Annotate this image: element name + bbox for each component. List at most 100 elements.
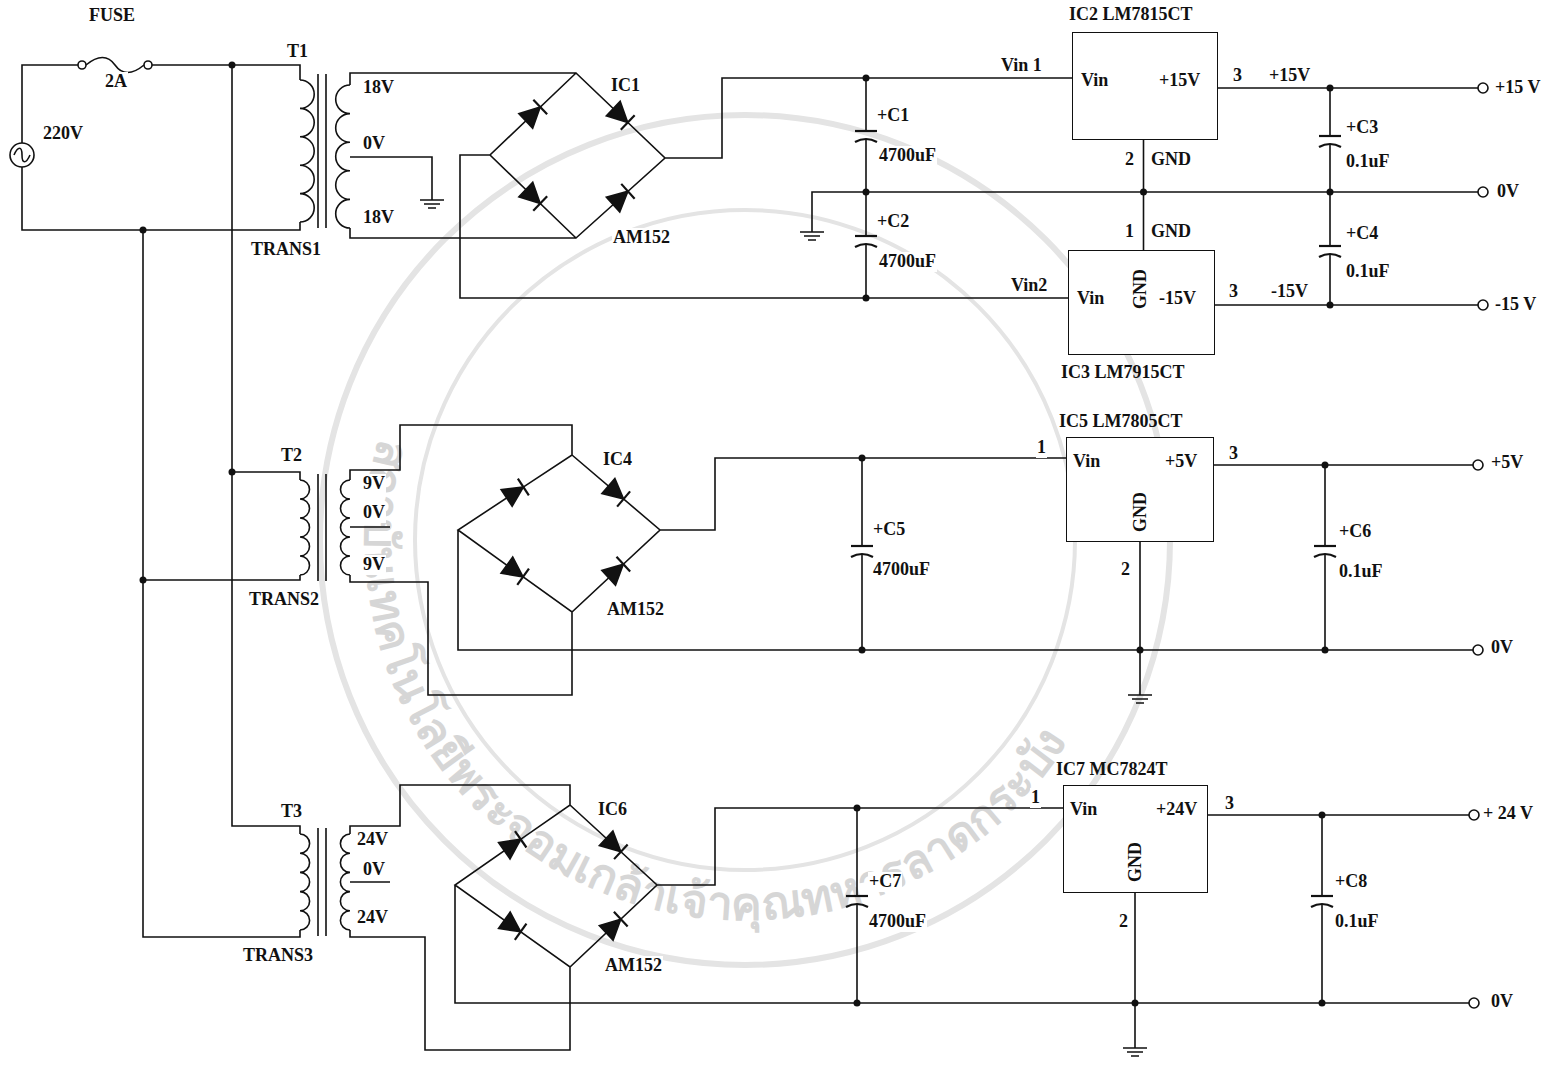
junction-dot — [863, 189, 870, 196]
circuit-label: +15 V — [1494, 78, 1541, 98]
capacitor-lead — [1329, 192, 1331, 305]
fuse-terminal — [78, 61, 86, 69]
pin-number: 3 — [1232, 66, 1243, 86]
pin-name: +24V — [1156, 800, 1197, 820]
circuit-label: 4700uF — [878, 146, 937, 166]
capacitor-plate — [855, 130, 877, 132]
junction-dot — [229, 62, 236, 69]
secondary-winding — [340, 834, 350, 930]
diode-bar — [621, 184, 634, 199]
output-terminal — [1473, 460, 1483, 470]
circuit-label: GND — [1150, 222, 1192, 242]
ac-source — [10, 143, 34, 167]
capacitor-plate — [855, 244, 877, 247]
diode-symbol — [499, 839, 521, 859]
part-name: IC5 LM7805CT — [1059, 412, 1183, 432]
diode-bar — [614, 912, 628, 927]
diode-symbol — [606, 101, 627, 122]
capacitor-plate — [855, 139, 877, 142]
circuit-label: IC1 — [610, 76, 641, 96]
primary-winding — [300, 480, 310, 575]
circuit-label: 0V — [1490, 992, 1514, 1012]
capacitor-plate — [1314, 554, 1336, 557]
circuit-label: +C5 — [872, 520, 906, 540]
capacitor-plate — [846, 904, 868, 907]
circuit-label: 0V — [1490, 638, 1514, 658]
junction-dot — [140, 577, 147, 584]
circuit-label: IC4 — [602, 450, 633, 470]
diode-symbol — [602, 564, 623, 585]
capacitor-plate — [1319, 245, 1341, 247]
circuit-label: +5V — [1490, 453, 1524, 473]
capacitor-plate — [1314, 545, 1336, 547]
junction-dot — [229, 469, 236, 476]
diode-bar — [517, 569, 529, 585]
circuit-label: +15V — [1268, 66, 1311, 86]
junction-dot — [1322, 462, 1329, 469]
ground-symbol — [1123, 1048, 1147, 1056]
junction-dot — [1322, 647, 1329, 654]
watermark-ring — [320, 115, 1170, 965]
circuit-label: GND — [1150, 150, 1192, 170]
diode-symbol — [606, 191, 628, 212]
junction-dot — [854, 805, 861, 812]
output-terminal — [1469, 810, 1479, 820]
pin-name: Vin — [1081, 71, 1108, 91]
junction-dot — [1319, 1000, 1326, 1007]
pin-number: 2 — [1120, 560, 1131, 580]
secondary-winding — [341, 480, 351, 575]
junction-dot — [1132, 1000, 1139, 1007]
diode-symbol — [599, 919, 620, 940]
circuit-label: 9V — [362, 555, 386, 575]
capacitor-plate — [1319, 254, 1341, 257]
capacitor-lead — [865, 78, 867, 192]
regulator-box: IC5 LM7805CTVin+5VGND — [1066, 437, 1214, 542]
junction-dot — [1319, 812, 1326, 819]
circuit-label: 0.1uF — [1334, 912, 1380, 932]
circuit-label: AM152 — [606, 600, 665, 620]
output-terminal — [1478, 187, 1488, 197]
junction-dot — [140, 227, 147, 234]
capacitor-plate — [846, 895, 868, 897]
pin-number: 3 — [1224, 794, 1235, 814]
transformer-core — [318, 74, 326, 228]
circuit-label: 0.1uF — [1338, 562, 1384, 582]
transformer-core — [318, 828, 326, 936]
t2-secondary-wire — [350, 425, 1473, 695]
circuit-label: -15 V — [1494, 295, 1537, 315]
circuit-label: AM152 — [604, 956, 663, 976]
circuit-label: +C3 — [1345, 118, 1379, 138]
circuit-label: IC6 — [597, 800, 628, 820]
circuit-label: 24V — [356, 830, 389, 850]
capacitor-lead — [1321, 815, 1323, 1003]
capacitor-plate — [1319, 135, 1341, 137]
part-name: IC7 MC7824T — [1056, 760, 1168, 780]
diode-bar — [614, 844, 628, 859]
ground-symbol — [420, 200, 444, 208]
circuit-label: 9V — [362, 474, 386, 494]
circuit-label: T1 — [286, 42, 309, 62]
ac-sine — [14, 148, 30, 162]
watermark-ring — [415, 210, 1075, 870]
diode-bar — [616, 557, 630, 572]
circuit-label: 4700uF — [868, 912, 927, 932]
circuit-label: +C2 — [876, 212, 910, 232]
output-terminal — [1473, 645, 1483, 655]
capacitor-plate — [1311, 904, 1333, 907]
circuit-label: T3 — [280, 802, 303, 822]
junction-dot — [863, 75, 870, 82]
diode-symbol — [602, 478, 624, 499]
t3-secondary-wire — [350, 785, 1469, 1050]
circuit-label: 0V — [362, 503, 386, 523]
diode-symbol — [519, 182, 540, 203]
pin-name: +5V — [1165, 452, 1197, 472]
diode-bar — [515, 924, 527, 940]
circuit-label: T2 — [280, 446, 303, 466]
circuit-label: +C4 — [1345, 224, 1379, 244]
pin-number: 3 — [1228, 444, 1239, 464]
t1-secondary-wire — [350, 73, 1478, 305]
pin-name: GND — [1131, 492, 1151, 532]
circuit-label: 18V — [362, 208, 395, 228]
